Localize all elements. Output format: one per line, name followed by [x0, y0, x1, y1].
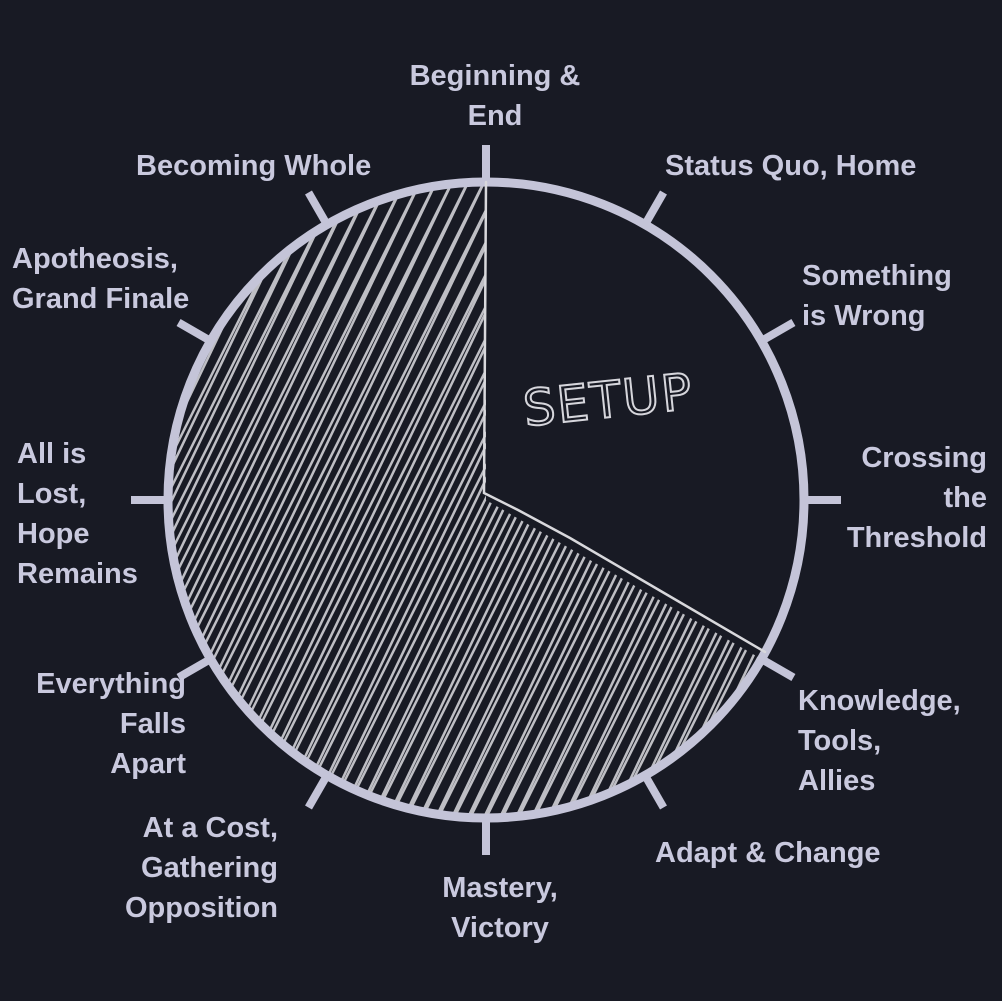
- stage-label-line: Crossing: [861, 442, 987, 474]
- stage-label-adapt: Adapt & Change: [655, 837, 881, 869]
- stage-label-line: Gathering: [141, 852, 278, 884]
- stage-label-mastery: Mastery, Victory: [442, 872, 558, 944]
- tick-marks: [131, 145, 841, 855]
- stage-label-line: Something: [802, 260, 952, 292]
- stage-label-line: Threshold: [847, 522, 987, 554]
- stage-label-line: Allies: [798, 765, 875, 797]
- stage-label-becoming-whole: Becoming Whole: [136, 150, 371, 182]
- stage-label-line: Grand Finale: [12, 283, 189, 315]
- stage-label-line: Lost,: [17, 478, 86, 510]
- setup-handwritten-label: SETUP: [521, 362, 697, 438]
- stage-label-line: Mastery,: [442, 872, 558, 904]
- stage-label-something-wrong: Something is Wrong: [802, 260, 952, 332]
- tick-mark: [757, 319, 796, 346]
- stage-label-line: All is: [17, 438, 86, 470]
- stage-label-line: At a Cost,: [143, 812, 278, 844]
- stage-label-line: Knowledge,: [798, 685, 961, 717]
- stage-label-line: Tools,: [798, 725, 881, 757]
- stage-label-beginning-end: Beginning & End: [410, 60, 581, 132]
- tick-mark: [640, 771, 667, 810]
- stage-label-line: Falls: [120, 708, 186, 740]
- stage-label-line: Status Quo, Home: [665, 150, 916, 182]
- stage-label-line: End: [468, 100, 523, 132]
- stage-label-knowledge: Knowledge, Tools, Allies: [798, 685, 961, 797]
- stage-label-line: Remains: [17, 558, 138, 590]
- stage-label-line: Apart: [110, 748, 186, 780]
- stage-label-line: Opposition: [125, 892, 278, 924]
- stage-label-line: is Wrong: [802, 300, 926, 332]
- stage-label-line: Apotheosis,: [12, 243, 178, 275]
- stage-label-line: the: [944, 482, 988, 514]
- tick-mark: [176, 319, 215, 346]
- tick-mark: [305, 771, 332, 810]
- tick-mark: [305, 190, 332, 229]
- tick-mark: [176, 654, 215, 681]
- stage-label-status-quo: Status Quo, Home: [665, 150, 916, 182]
- setup-divider-lines: [482, 180, 767, 654]
- stage-label-line: Everything: [36, 668, 186, 700]
- tick-mark: [757, 654, 796, 681]
- stage-label-line: Beginning &: [410, 60, 581, 92]
- stage-label-apotheosis: Apotheosis, Grand Finale: [12, 243, 189, 315]
- tick-mark: [640, 190, 667, 229]
- stage-label-line: Victory: [451, 912, 549, 944]
- stage-label-line: Hope: [17, 518, 90, 550]
- stage-label-line: Becoming Whole: [136, 150, 371, 182]
- stage-label-line: Adapt & Change: [655, 837, 881, 869]
